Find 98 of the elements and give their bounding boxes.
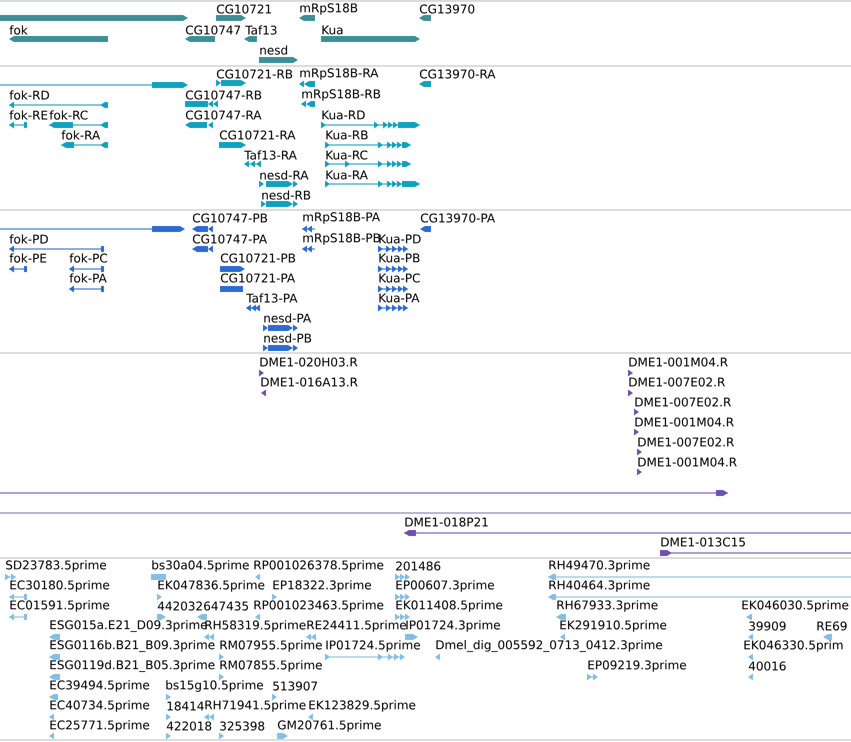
- feature-label: 325398: [220, 721, 264, 731]
- feature-label: DME1-013C15: [661, 537, 745, 547]
- feature-label: DME1-007E02.R: [635, 397, 731, 407]
- feature-label: Kua-PA: [379, 294, 420, 302]
- feature-label: DME1-001M04.R: [638, 457, 737, 467]
- feature-label: fok-PD: [10, 234, 48, 244]
- feature-label: ESG0119d.B21_B05.3prime: [50, 660, 214, 672]
- feature-label: mRpS18B-RB: [302, 89, 380, 101]
- feature-label: fok-RD: [10, 90, 49, 100]
- feature-label: RM07955.5prime: [220, 640, 322, 652]
- feature-label: EK291910.5prime: [560, 620, 666, 632]
- feature-label: DME1-016A13.R: [261, 377, 358, 387]
- feature-label: 18414: [168, 701, 204, 711]
- feature-label: mRpS18B: [300, 3, 358, 15]
- feature-label: mRpS18B-PB: [303, 233, 380, 245]
- feature-label: EC30180.5prime: [10, 580, 110, 592]
- feature-label: Kua-RC: [326, 150, 368, 160]
- feature-label: Kua-PC: [379, 273, 420, 283]
- feature-label: RH40464.3prime: [549, 580, 650, 592]
- feature-label: fok-PE: [10, 253, 46, 263]
- feature-label: CG10721-PA: [220, 273, 296, 283]
- feature-label: bs30a04.5prime: [152, 560, 249, 572]
- feature-label: EK047836.5prime: [158, 580, 264, 592]
- feature-label: EK046030.5prime: [742, 600, 848, 612]
- feature-label: CG10721-RB: [216, 69, 292, 79]
- feature-label: 40016: [748, 661, 786, 671]
- feature-label: fok-PC: [70, 253, 108, 263]
- feature-label: EK011408.5prime: [396, 600, 502, 612]
- feature-label: 422018: [166, 721, 212, 731]
- feature-label: Taf13: [245, 25, 276, 35]
- feature-label: fok: [10, 25, 28, 35]
- feature-label: IP01724.5prime: [326, 640, 420, 652]
- feature-label: RE24411.5prime: [307, 620, 406, 632]
- feature-label: RM07855.5prime: [220, 660, 322, 672]
- feature-label: RH71941.5prime: [205, 700, 306, 712]
- feature-label: nesd-RB: [262, 190, 310, 200]
- feature-label: CG10747-RA: [186, 110, 262, 120]
- feature-label: Kua-RD: [322, 110, 365, 120]
- feature-label: SD23783.5prime: [6, 560, 106, 572]
- feature-label: fok-RE: [10, 110, 48, 120]
- feature-label: RP001023463.5prime: [254, 600, 384, 612]
- feature-label: bs15g10.5prime: [166, 680, 264, 692]
- feature-label: Dmel_dig_005592_0713_0412.3prime: [436, 640, 662, 652]
- feature-label: 442032: [158, 601, 202, 611]
- feature-label: 647435: [204, 601, 248, 611]
- feature-label: DME1-020H03.R: [260, 357, 358, 367]
- feature-label: DME1-018P21: [405, 517, 488, 527]
- feature-label: Kua-RB: [326, 130, 368, 140]
- feature-label: Taf13-PA: [246, 293, 298, 303]
- feature-label: CG10747-RB: [186, 90, 262, 100]
- feature-label: RP001026378.5prime: [254, 560, 384, 572]
- feature-label: nesd-PB: [264, 333, 312, 343]
- feature-label: EC25771.5prime: [50, 720, 150, 732]
- feature-label: CG10747-PB: [192, 213, 268, 223]
- feature-label: EC39494.5prime: [50, 680, 150, 692]
- feature-label: nesd-RA: [260, 170, 308, 180]
- feature-label: RH58319.5prime: [205, 620, 306, 632]
- feature-label: fok-RC: [50, 110, 88, 120]
- feature-label: 39909: [749, 621, 786, 631]
- feature-label: 513907: [273, 681, 318, 691]
- feature-label: IP01724.3prime: [406, 620, 500, 632]
- feature-label: Kua-RA: [326, 170, 368, 180]
- feature-label: EC01591.5prime: [10, 600, 110, 612]
- feature-label: nesd: [260, 45, 288, 55]
- feature-label: EP00607.3prime: [396, 580, 494, 592]
- feature-label: RH67933.3prime: [557, 600, 658, 612]
- feature-label: ESG0116b.B21_B09.3prime: [50, 640, 214, 652]
- feature-label: GM20761.5prime: [278, 720, 381, 732]
- feature-label: EK123829.5prime: [309, 700, 416, 712]
- feature-label: 201486: [396, 561, 440, 571]
- feature-label: RE69: [817, 621, 847, 631]
- feature-label: CG10747-PA: [192, 234, 268, 244]
- feature-label: EC40734.5prime: [50, 700, 150, 712]
- feature-label: DME1-007E02.R: [629, 377, 725, 387]
- feature-label: DME1-007E02.R: [638, 437, 734, 447]
- feature-label: fok-RA: [62, 130, 100, 140]
- feature-label: EP09219.3prime: [588, 660, 686, 672]
- feature-label: CG10721-PB: [220, 253, 296, 263]
- feature-label: Kua-PB: [379, 254, 420, 262]
- feature-label: mRpS18B-RA: [300, 68, 378, 80]
- feature-label: Taf13-RA: [244, 150, 297, 160]
- feature-label: EK046330.5prim: [744, 640, 843, 652]
- feature-label: CG10721: [216, 4, 271, 14]
- feature-label: EP18322.3prime: [273, 580, 372, 592]
- feature-label: CG13970-PA: [420, 213, 496, 223]
- feature-label: Kua-PD: [379, 234, 421, 244]
- feature-label: mRpS18B-PA: [303, 212, 380, 224]
- feature-label: CG10747: [186, 25, 240, 35]
- feature-label: DME1-001M04.R: [629, 357, 728, 367]
- feature-label: CG13970-RA: [420, 69, 496, 79]
- feature-label: nesd-PA: [264, 313, 312, 323]
- feature-label: Kua: [322, 26, 342, 34]
- feature-label: RH49470.3prime: [549, 560, 650, 572]
- feature-label: ESG015a.E21_D09.3prime: [50, 620, 207, 632]
- feature-label: fok-PA: [70, 273, 107, 283]
- feature-label: CG10721-RA: [220, 130, 296, 140]
- feature-label: CG13970: [420, 4, 474, 14]
- feature-label: DME1-001M04.R: [635, 417, 734, 427]
